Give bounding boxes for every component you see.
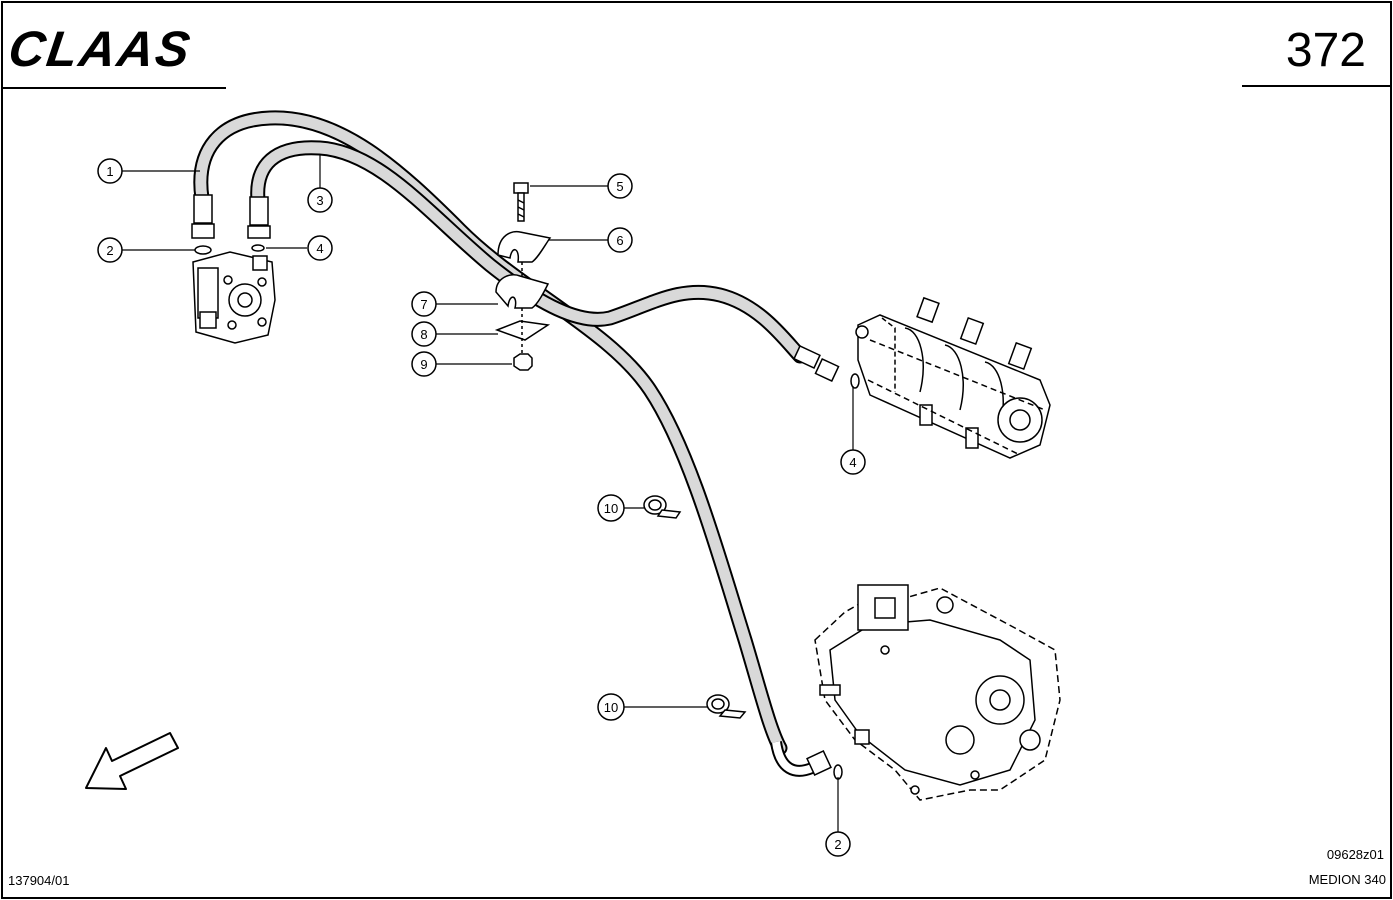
hoses xyxy=(193,110,808,756)
hose-1 xyxy=(193,110,788,756)
callout-10-lower: 10 xyxy=(597,693,625,721)
callout-7: 7 xyxy=(411,291,437,317)
left-pump xyxy=(192,251,276,344)
callout-4-right: 4 xyxy=(840,449,866,475)
svg-text:10: 10 xyxy=(604,700,618,715)
svg-text:7: 7 xyxy=(420,297,427,312)
callout-1: 1 xyxy=(97,158,123,184)
svg-text:9: 9 xyxy=(420,357,427,372)
callout-2-top: 2 xyxy=(97,237,123,263)
model-name: MEDION 340 xyxy=(1309,872,1386,887)
svg-text:2: 2 xyxy=(834,837,841,852)
svg-text:4: 4 xyxy=(316,241,323,256)
svg-text:6: 6 xyxy=(616,233,623,248)
callout-5: 5 xyxy=(607,173,633,199)
direction-arrow-icon xyxy=(85,732,179,790)
callout-8: 8 xyxy=(411,321,437,347)
drawing-code-left: 137904/01 xyxy=(8,873,69,888)
callout-9: 9 xyxy=(411,351,437,377)
callout-2-bottom: 2 xyxy=(825,831,851,857)
svg-text:8: 8 xyxy=(420,327,427,342)
callout-6: 6 xyxy=(607,227,633,253)
main-pump xyxy=(814,584,1061,801)
claas-logo: CLAAS xyxy=(5,21,195,77)
callout-10-upper: 10 xyxy=(597,494,625,522)
hose-clips xyxy=(643,495,747,719)
clamp-assembly xyxy=(494,182,552,371)
hose-fittings xyxy=(191,194,840,777)
svg-text:2: 2 xyxy=(106,243,113,258)
svg-text:3: 3 xyxy=(316,193,323,208)
svg-text:1: 1 xyxy=(106,164,113,179)
drawing-code-right: 09628z01 xyxy=(1327,847,1384,862)
svg-text:10: 10 xyxy=(604,501,618,516)
callout-3: 3 xyxy=(307,187,333,213)
callout-4-top: 4 xyxy=(307,235,333,261)
svg-text:4: 4 xyxy=(849,455,856,470)
gear-pump xyxy=(855,296,1051,459)
svg-text:5: 5 xyxy=(616,179,623,194)
leader-lines xyxy=(122,155,854,832)
page-number: 372 xyxy=(1286,24,1366,77)
